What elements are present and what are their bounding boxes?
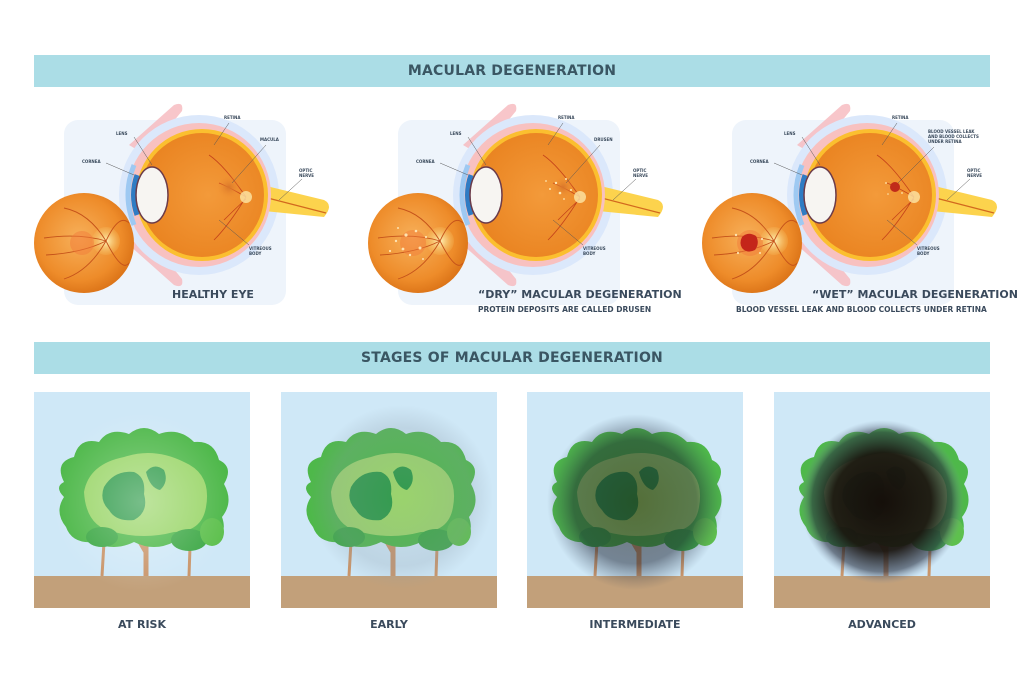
label-body: BODY — [917, 251, 929, 256]
label-retina: RETINA — [558, 115, 575, 120]
healthy-eye-title: HEALTHY EYE — [172, 288, 254, 301]
stage-label-at-risk: AT RISK — [117, 618, 166, 631]
healthy-eye-panel: RETINA LENS CORNEA MACULA OPTIC NERVE VI… — [33, 95, 334, 315]
wet-fundus — [701, 192, 803, 294]
stage-advanced — [774, 392, 990, 608]
at-risk-tree-illustration — [34, 392, 250, 608]
stage-label-early: EARLY — [370, 618, 408, 631]
label-macula: MACULA — [260, 137, 280, 142]
label-optic: OPTIC — [633, 168, 647, 173]
stages-banner: STAGES OF MACULAR DEGENERATION — [34, 342, 990, 374]
label-nerve: NERVE — [633, 173, 648, 178]
label-drusen: DRUSEN — [594, 137, 613, 142]
wet-eye-diagram: RETINA LENS CORNEA BLOOD VESSEL LEAK AND… — [701, 95, 1002, 305]
label-blood-collects: AND BLOOD COLLECTS — [928, 134, 979, 139]
label-lens: LENS — [450, 131, 462, 136]
stage-early — [281, 392, 497, 608]
label-cornea: CORNEA — [416, 159, 435, 164]
advanced-tree-illustration — [774, 392, 990, 608]
label-nerve: NERVE — [967, 173, 982, 178]
stage-at-risk — [34, 392, 250, 608]
stage-intermediate — [527, 392, 743, 608]
early-tree-illustration — [281, 392, 497, 608]
intermediate-tree-illustration — [527, 392, 743, 608]
label-body: BODY — [583, 251, 595, 256]
wet-amd-subtitle: BLOOD VESSEL LEAK AND BLOOD COLLECTS UND… — [736, 305, 987, 314]
wet-amd-title: “WET” MACULAR DEGENERATION — [812, 288, 1018, 301]
label-vitreous: VITREOUS — [249, 246, 272, 251]
dry-amd-panel: RETINA LENS CORNEA DRUSEN OPTIC NERVE VI… — [367, 95, 688, 325]
banner-title: MACULAR DEGENERATION — [407, 63, 617, 79]
label-lens: LENS — [116, 131, 128, 136]
label-optic: OPTIC — [967, 168, 981, 173]
dry-amd-title: “DRY” MACULAR DEGENERATION — [478, 288, 682, 301]
label-lens: LENS — [784, 131, 796, 136]
label-vitreous: VITREOUS — [917, 246, 940, 251]
label-retina: RETINA — [892, 115, 909, 120]
wet-amd-panel: RETINA LENS CORNEA BLOOD VESSEL LEAK AND… — [701, 95, 1022, 325]
label-nerve: NERVE — [299, 173, 314, 178]
macular-degeneration-banner: MACULAR DEGENERATION — [34, 55, 990, 87]
label-retina: RETINA — [224, 115, 241, 120]
stage-label-intermediate: INTERMEDIATE — [589, 618, 681, 631]
stages-banner-title: STAGES OF MACULAR DEGENERATION — [361, 350, 663, 366]
label-vitreous: VITREOUS — [583, 246, 606, 251]
stage-label-advanced: ADVANCED — [848, 618, 916, 631]
label-cornea: CORNEA — [750, 159, 769, 164]
label-body: BODY — [249, 251, 261, 256]
label-blood-vessel-leak: BLOOD VESSEL LEAK — [928, 129, 975, 134]
dry-fundus — [367, 192, 469, 294]
label-under-retina: UNDER RETINA — [928, 139, 962, 144]
healthy-fundus — [33, 192, 135, 294]
healthy-eye-diagram: RETINA LENS CORNEA MACULA OPTIC NERVE VI… — [33, 95, 334, 305]
dry-amd-subtitle: PROTEIN DEPOSITS ARE CALLED DRUSEN — [478, 305, 652, 314]
label-cornea: CORNEA — [82, 159, 101, 164]
dry-eye-diagram: RETINA LENS CORNEA DRUSEN OPTIC NERVE VI… — [367, 95, 668, 305]
label-optic: OPTIC — [299, 168, 313, 173]
